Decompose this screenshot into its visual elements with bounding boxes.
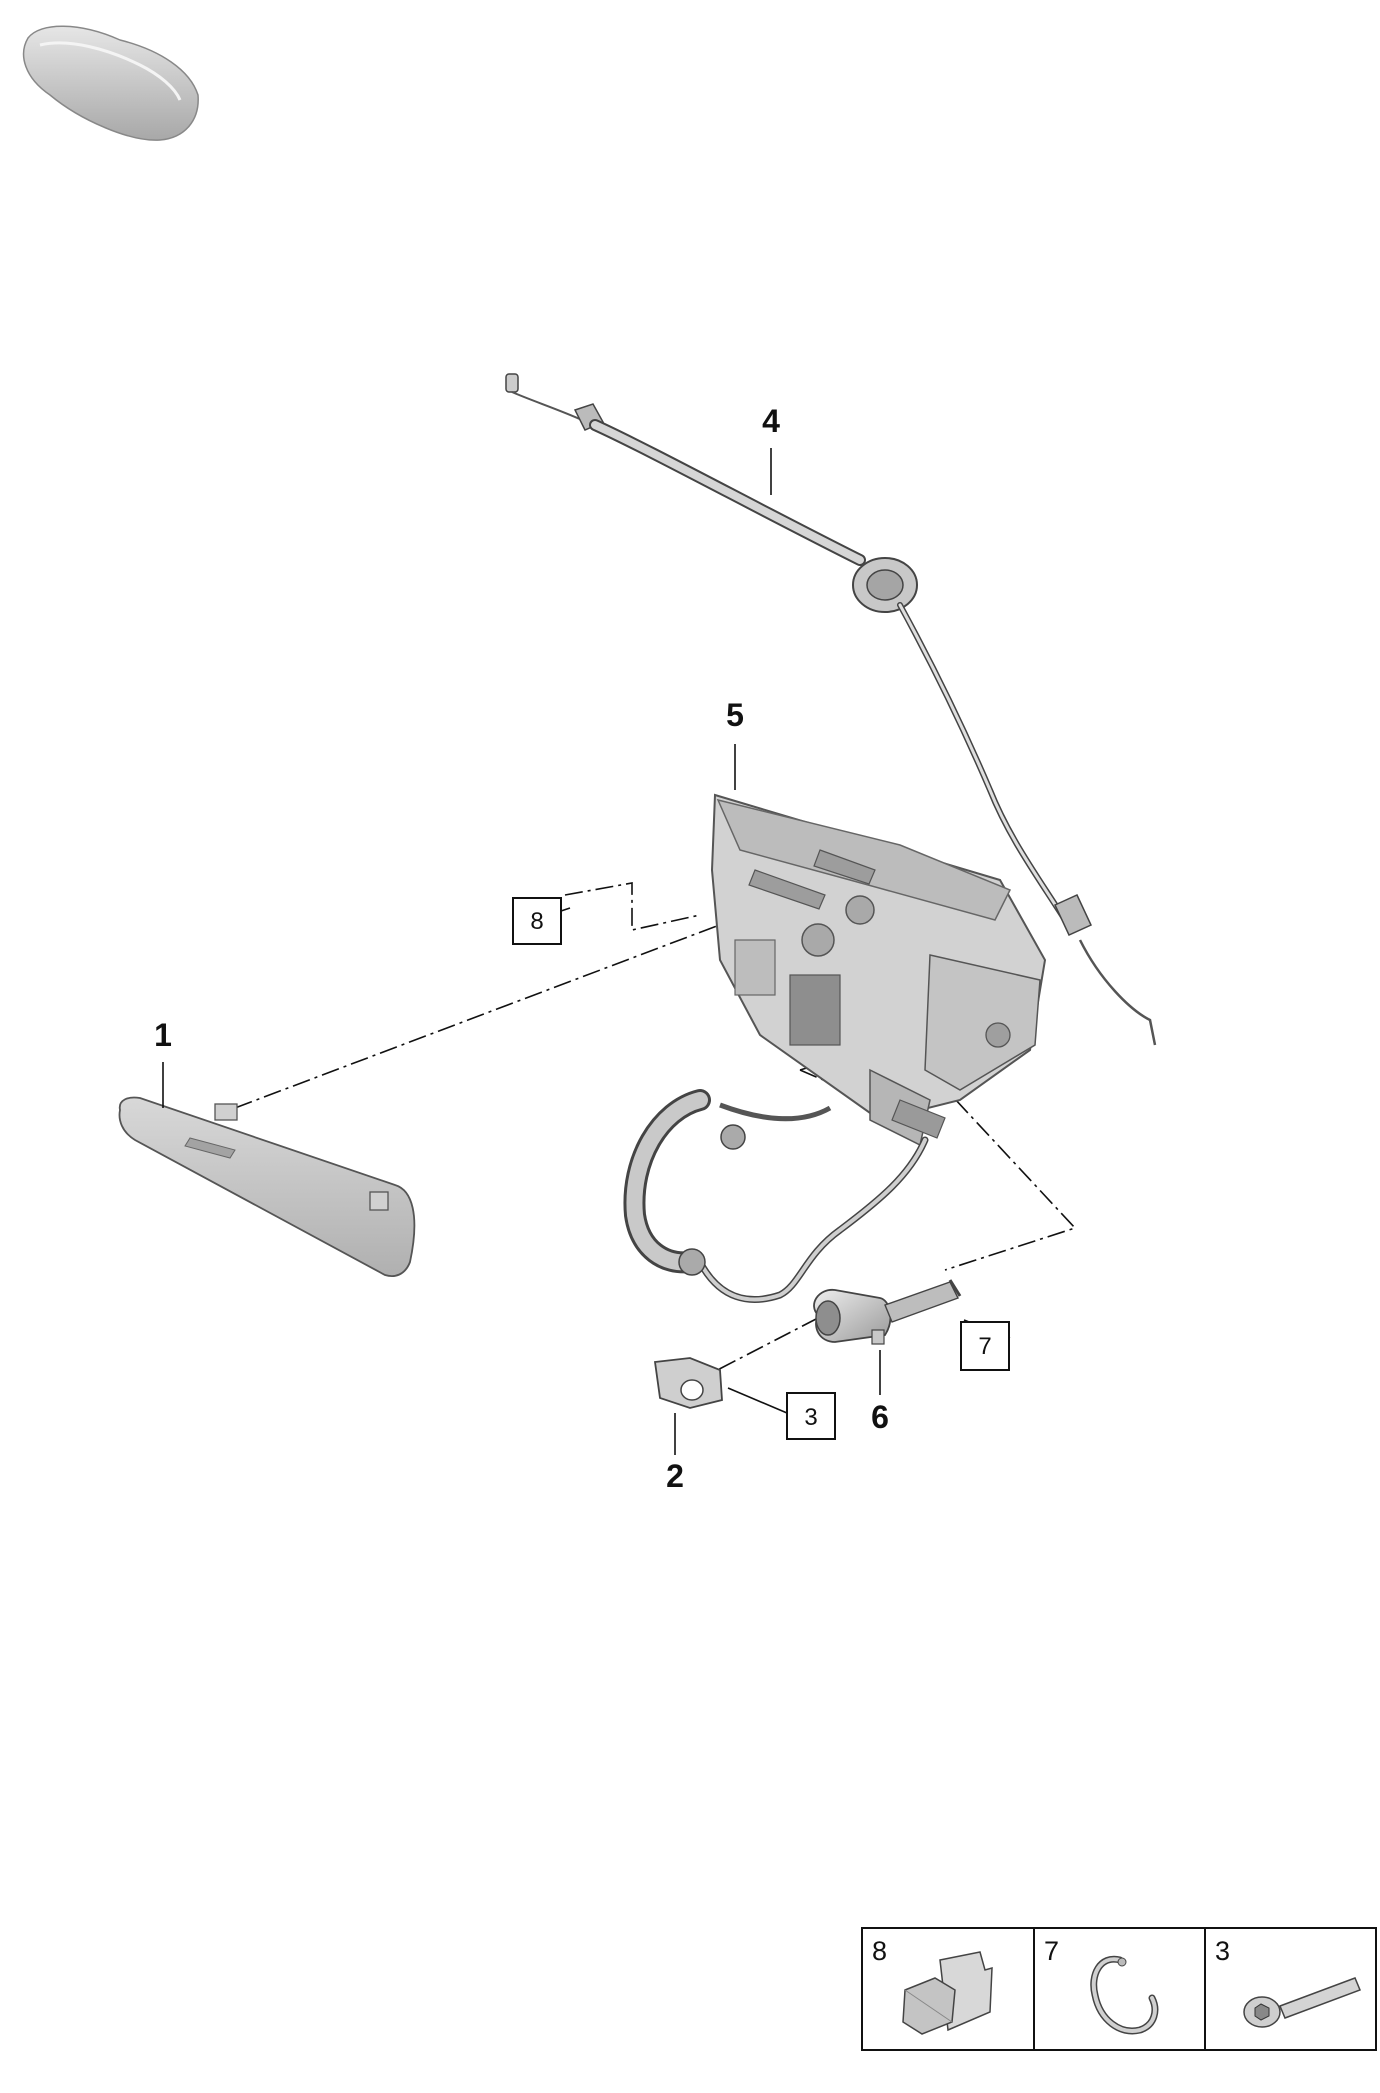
boxed-ref-3: 3: [786, 1392, 836, 1440]
callout-6: 6: [871, 1399, 889, 1435]
callout-5: 5: [726, 697, 744, 733]
callout-1: 1: [154, 1017, 172, 1053]
wiring-harness: [623, 1089, 929, 1303]
legend-number-3: 3: [1215, 1936, 1230, 1966]
bolt-icon: [902, 1951, 993, 2035]
boxed-ref-8-label: 8: [530, 908, 543, 935]
screw-icon: [1243, 1977, 1361, 2028]
hardware-legend-table: 8 7 3: [861, 1927, 1377, 2051]
boxed-ref-3-label: 3: [804, 1404, 817, 1431]
exterior-door-handle: [118, 1096, 416, 1277]
callout-4: 4: [762, 403, 780, 439]
circlip-icon: [1090, 1955, 1159, 2035]
release-cable: [505, 373, 1157, 1046]
boxed-ref-7: 7: [960, 1321, 1010, 1371]
cylinder-bezel: [653, 1357, 723, 1409]
lock-cylinder: [813, 1279, 962, 1345]
callout-2: 2: [666, 1458, 684, 1494]
vehicle-thumbnail-icon: [22, 25, 199, 141]
legend-number-7: 7: [1044, 1936, 1059, 1966]
boxed-ref-8: 8: [512, 897, 562, 945]
door-lock-mechanism: [710, 793, 1047, 1147]
legend-number-8: 8: [872, 1936, 887, 1966]
boxed-ref-7-label: 7: [978, 1333, 991, 1360]
leader-lines: [162, 448, 1011, 1455]
